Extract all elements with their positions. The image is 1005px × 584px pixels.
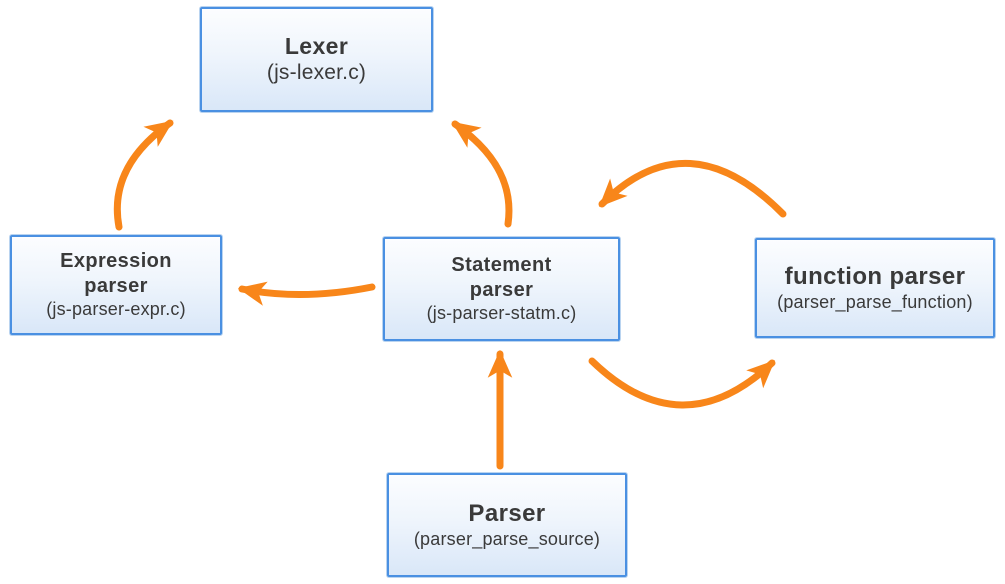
node-lexer-title: Lexer (284, 33, 349, 60)
node-lexer: Lexer (js-lexer.c) (200, 7, 433, 112)
node-statement-parser-title: Statement (451, 254, 552, 277)
arrow-statement-parser-to-function-parser (588, 357, 776, 409)
node-expression-parser: Expression parser (js-parser-expr.c) (10, 235, 222, 335)
node-parser: Parser (parser_parse_source) (387, 473, 627, 577)
node-statement-parser-title-line2: parser (469, 278, 534, 301)
node-expression-parser-title-line2: parser (84, 274, 148, 297)
node-parser-subtitle: (parser_parse_source) (413, 529, 601, 550)
arrow-statement-parser-to-expression-parser (237, 281, 376, 306)
node-expression-parser-title: Expression (60, 250, 172, 273)
node-statement-parser: Statement parser (js-parser-statm.c) (383, 237, 620, 341)
node-function-parser-subtitle: (parser_parse_function) (777, 292, 973, 313)
node-parser-title: Parser (468, 500, 546, 528)
node-function-parser: function parser (parser_parse_function) (755, 238, 995, 338)
node-statement-parser-subtitle: (js-parser-statm.c) (426, 303, 577, 324)
node-function-parser-title: function parser (784, 263, 966, 291)
arrow-expression-parser-to-lexer (113, 119, 174, 231)
arrow-function-parser-to-statement-parser (598, 160, 787, 218)
node-lexer-subtitle: (js-lexer.c) (266, 61, 367, 85)
node-expression-parser-subtitle: (js-parser-expr.c) (46, 299, 186, 320)
arrow-statement-parser-to-lexer (451, 120, 513, 228)
